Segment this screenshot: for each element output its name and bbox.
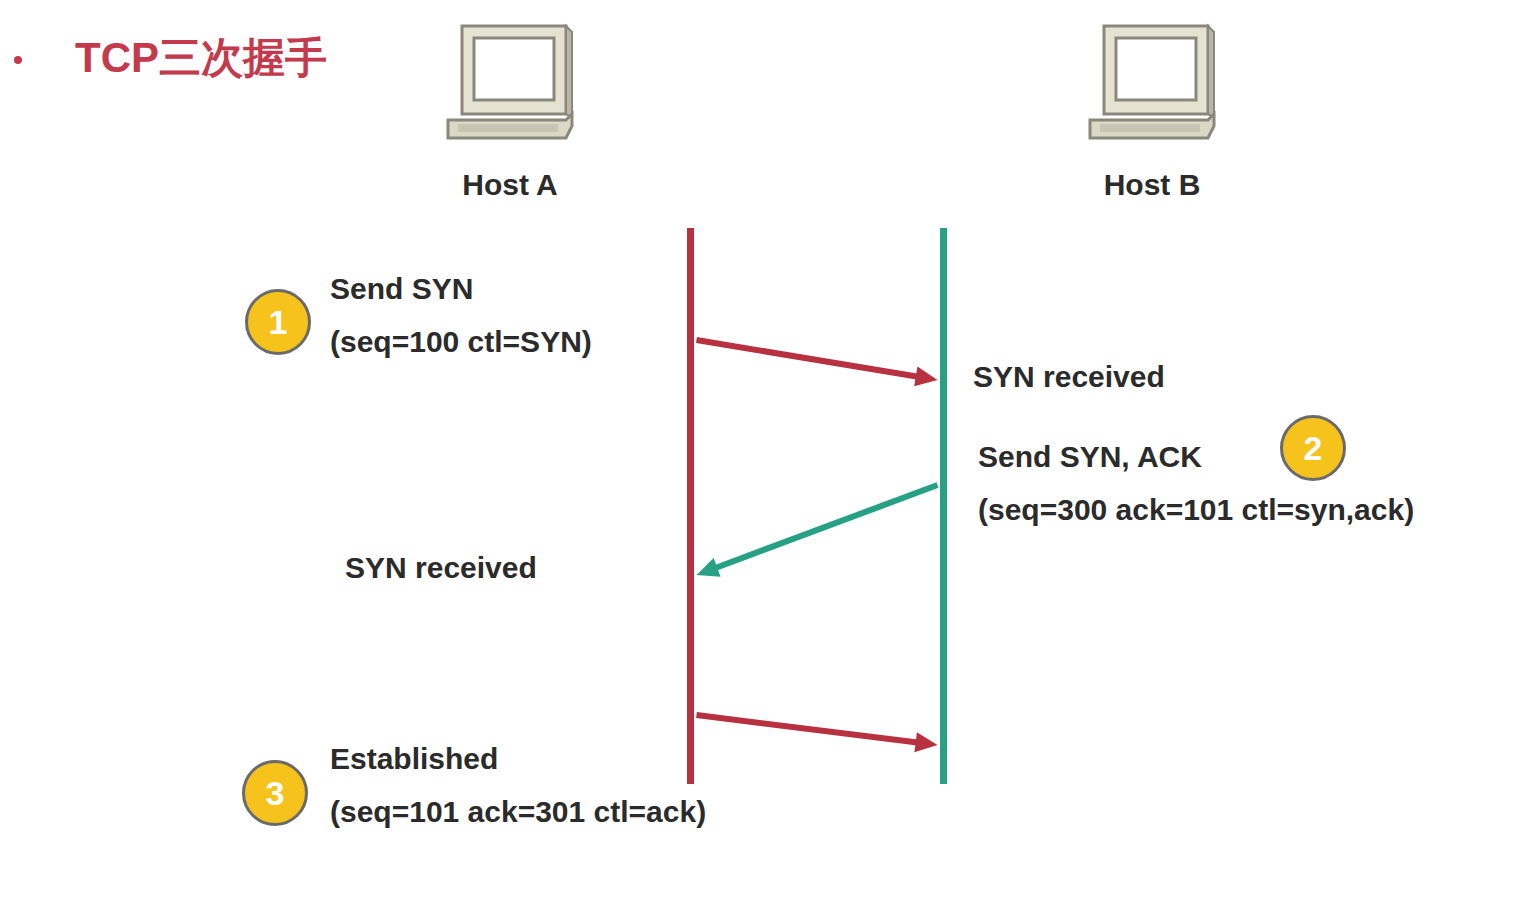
step-label: Send SYN [330, 271, 473, 307]
callout-circle: 1 [245, 289, 311, 355]
lifeline [687, 228, 694, 784]
step-label: SYN received [345, 550, 537, 586]
computer-icon [1090, 26, 1214, 138]
arrow-line [697, 340, 920, 377]
bullet-dot [14, 56, 22, 64]
step-label: Send SYN, ACK [978, 439, 1202, 475]
message-arrow [697, 340, 938, 386]
message-arrow [697, 485, 938, 577]
host-name: Host B [1104, 167, 1201, 203]
host-label-box: Host A [440, 162, 580, 208]
callout-number: 1 [269, 305, 288, 339]
step-label: (seq=101 ack=301 ctl=ack) [330, 794, 706, 830]
callout-circle: 2 [1280, 415, 1346, 481]
lifeline [940, 228, 947, 784]
computer-icon [448, 26, 572, 138]
step-label: SYN received [973, 359, 1165, 395]
arrow-head [914, 732, 937, 752]
message-arrow [697, 715, 938, 752]
arrow-head [697, 558, 721, 577]
callout-number: 3 [266, 776, 285, 810]
arrow-head [914, 367, 937, 387]
step-label: (seq=100 ctl=SYN) [330, 324, 592, 360]
arrow-line [713, 485, 937, 569]
step-label: (seq=300 ack=101 ctl=syn,ack) [978, 492, 1414, 528]
host-name: Host A [462, 167, 558, 203]
callout-circle: 3 [242, 760, 308, 826]
callout-number: 2 [1304, 431, 1323, 465]
host-label-box: Host B [1082, 162, 1222, 208]
step-label: Established [330, 741, 498, 777]
arrow-line [697, 715, 920, 743]
diagram-title: TCP三次握手 [75, 33, 327, 83]
